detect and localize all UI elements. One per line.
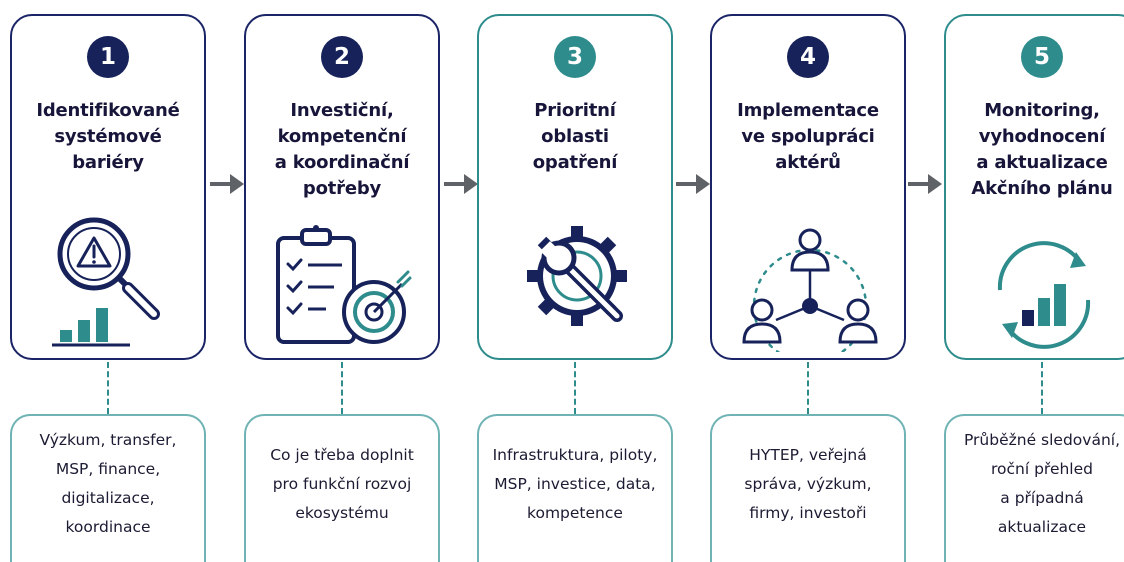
connector-line — [574, 362, 576, 414]
step-number-badge: 1 — [87, 36, 129, 78]
step-description-box-2: Co je třeba doplnit pro funkční rozvoj e… — [244, 414, 440, 562]
step-number-badge: 5 — [1021, 36, 1063, 78]
people-network-icon — [742, 228, 878, 352]
step-description: Infrastruktura, piloty, MSP, investice, … — [492, 445, 658, 522]
arrow-right-icon — [676, 174, 710, 194]
step-card-3: 3 Prioritní oblasti opatření — [477, 14, 673, 360]
arrow-right-icon — [908, 174, 942, 194]
step-description-box-4: HYTEP, veřejná správa, výzkum, firmy, in… — [710, 414, 906, 562]
step-description-box-3: Infrastruktura, piloty, MSP, investice, … — [477, 414, 673, 562]
connector-line — [1041, 362, 1043, 414]
step-card-4: 4 Implementace ve spolupráci aktérů — [710, 14, 906, 360]
step-description: Průběžné sledování, roční přehled a příp… — [963, 431, 1121, 536]
checklist-target-icon — [276, 225, 412, 344]
step-number-badge: 4 — [787, 36, 829, 78]
step-title: Prioritní oblasti opatření — [532, 100, 618, 173]
gear-wrench-icon — [527, 226, 627, 326]
step-title: Monitoring, vyhodnocení a aktualizace Ak… — [971, 100, 1113, 199]
step-description-box-1: Výzkum, transfer, MSP, finance, digitali… — [10, 414, 206, 562]
cycle-chart-icon — [997, 241, 1091, 349]
step-title: Investiční, kompetenční a koordinační po… — [274, 100, 410, 199]
connector-line — [807, 362, 809, 414]
step-description-box-5: Průběžné sledování, roční přehled a příp… — [944, 414, 1124, 562]
arrow-right-icon — [210, 174, 244, 194]
connector-line — [107, 362, 109, 414]
connector-line — [341, 362, 343, 414]
step-title: Identifikované systémové bariéry — [36, 100, 180, 173]
step-description: HYTEP, veřejná správa, výzkum, firmy, in… — [744, 445, 872, 522]
step-card-2: 2 Investiční, kompetenční a koordinační … — [244, 14, 440, 360]
step-title: Implementace ve spolupráci aktérů — [737, 100, 879, 173]
step-description: Výzkum, transfer, MSP, finance, digitali… — [39, 431, 177, 536]
step-number-badge: 2 — [321, 36, 363, 78]
magnifier-warning-chart-icon — [52, 217, 160, 347]
step-card-5: 5 Monitoring, vyhodnocení a aktualizace … — [944, 14, 1124, 360]
step-number-badge: 3 — [554, 36, 596, 78]
arrow-right-icon — [444, 174, 478, 194]
step-description: Co je třeba doplnit pro funkční rozvoj e… — [270, 445, 414, 522]
step-card-1: 1 Identifikované systémové bariéry — [10, 14, 206, 360]
